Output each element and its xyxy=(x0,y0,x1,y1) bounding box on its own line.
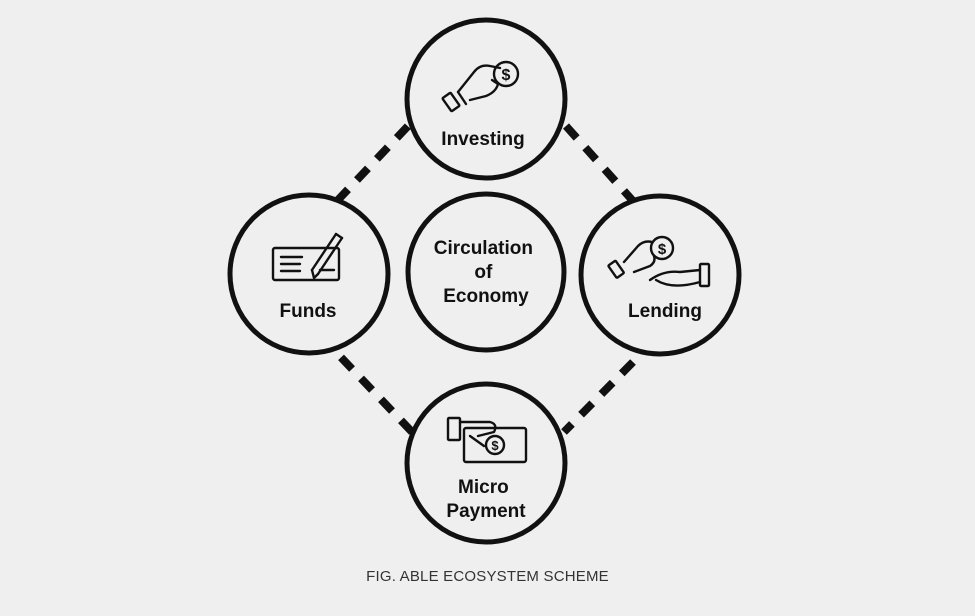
node-investing: $ Investing xyxy=(404,17,568,181)
connector-right-bottom xyxy=(561,359,636,435)
hand-giving-coin-icon: $ xyxy=(607,235,711,288)
banknote-hand-icon: $ xyxy=(446,416,528,464)
node-label-funds: Funds xyxy=(280,301,337,322)
svg-text:$: $ xyxy=(658,241,667,258)
hand-coin-icon: $ xyxy=(441,60,520,113)
connector-left-top xyxy=(334,123,411,204)
node-label-lending: Lending xyxy=(628,301,702,322)
node-micro-payment: $ Micro Payment xyxy=(404,381,568,545)
node-funds: Funds xyxy=(227,192,391,356)
center-node: Circulation of Economy xyxy=(405,191,567,353)
center-label: Circulation of Economy xyxy=(434,238,539,307)
svg-text:$: $ xyxy=(502,67,511,84)
svg-text:$: $ xyxy=(491,438,499,453)
node-lending: $ Lending xyxy=(578,193,742,357)
connector-bottom-left xyxy=(332,348,415,435)
cheque-pen-icon xyxy=(271,232,344,282)
connectors xyxy=(332,123,636,435)
connector-top-right xyxy=(563,123,636,204)
node-label-investing: Investing xyxy=(441,129,524,150)
node-label-micro-payment: Micro Payment xyxy=(446,477,526,522)
figure-caption: FIG. ABLE ECOSYSTEM SCHEME xyxy=(366,568,609,585)
